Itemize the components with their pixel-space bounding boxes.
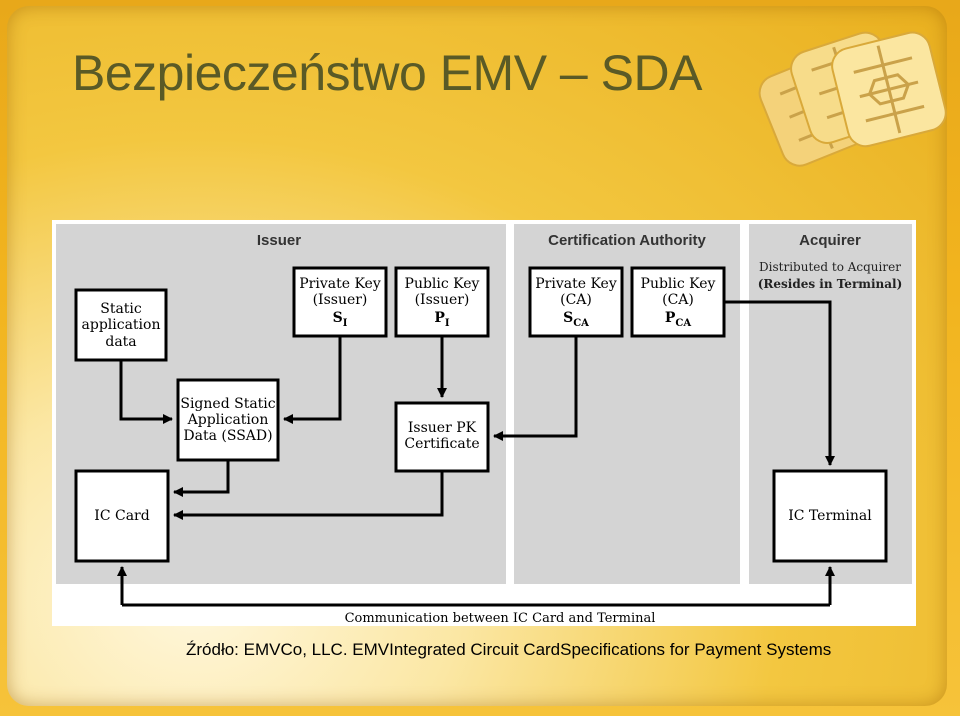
ssad-line2: Application xyxy=(187,412,269,428)
private-key-ca-box: Private Key (CA) SCA xyxy=(528,266,624,338)
issuer-pk-cert-line1: Issuer PK xyxy=(408,420,477,436)
ic-card-label: IC Card xyxy=(94,508,149,524)
ic-terminal-box: IC Terminal xyxy=(772,469,888,563)
issuer-pk-certificate-box: Issuer PK Certificate xyxy=(394,401,490,473)
private-key-issuer-symbol: SI xyxy=(333,310,348,329)
ic-card-box: IC Card xyxy=(74,469,170,563)
communication-label: Communication between IC Card and Termin… xyxy=(345,611,656,626)
slide-title: Bezpieczeństwo EMV – SDA xyxy=(72,45,702,101)
public-key-ca-box: Public Key (CA) PCA xyxy=(630,266,726,338)
static-data-line1: Static xyxy=(100,301,142,317)
issuer-header: Issuer xyxy=(257,232,301,249)
ssad-line1: Signed Static xyxy=(180,396,275,412)
arrow-static-to-ssad xyxy=(119,360,173,424)
ic-terminal-label: IC Terminal xyxy=(788,508,872,524)
private-key-ca-line1: Private Key xyxy=(535,276,617,292)
arrow-ssad-to-ic-card xyxy=(173,460,230,497)
arrow-public-key-ca-to-terminal xyxy=(724,300,835,466)
acquirer-note-line2: (Resides in Terminal) xyxy=(758,277,903,291)
private-key-ca-line2: (CA) xyxy=(560,292,592,308)
public-key-issuer-line2: (Issuer) xyxy=(415,292,470,308)
static-data-line3: data xyxy=(105,334,136,350)
public-key-issuer-symbol: PI xyxy=(434,310,450,329)
chip-cards-illustration xyxy=(758,31,947,167)
static-application-data-box: Static application data xyxy=(74,288,168,362)
private-key-issuer-line1: Private Key xyxy=(299,276,381,292)
source-citation: Źródło: EMVCo, LLC. EMVIntegrated Circui… xyxy=(186,640,832,659)
private-key-ca-symbol: SCA xyxy=(563,310,589,329)
sda-diagram-canvas: Issuer Certification Authority Acquirer … xyxy=(56,224,912,626)
issuer-pk-cert-line2: Certificate xyxy=(404,436,479,452)
public-key-ca-line1: Public Key xyxy=(641,276,716,292)
chip-card-front xyxy=(831,31,947,148)
static-data-line2: application xyxy=(82,317,161,333)
public-key-issuer-line1: Public Key xyxy=(405,276,480,292)
arrow-private-key-ca-to-cert xyxy=(493,336,578,441)
public-key-ca-line2: (CA) xyxy=(662,292,694,308)
arrow-cert-to-ic-card xyxy=(173,471,444,520)
ssad-box: Signed Static Application Data (SSAD) xyxy=(176,378,280,462)
sda-diagram: Issuer Certification Authority Acquirer … xyxy=(52,220,916,626)
ssad-line3: Data (SSAD) xyxy=(183,428,272,444)
acquirer-note-line1: Distributed to Acquirer xyxy=(759,260,901,274)
private-key-issuer-line2: (Issuer) xyxy=(313,292,368,308)
public-key-ca-symbol: PCA xyxy=(665,310,691,329)
private-key-issuer-box: Private Key (Issuer) SI xyxy=(292,266,388,338)
arrow-private-key-issuer-to-ssad xyxy=(283,336,342,424)
acquirer-header: Acquirer xyxy=(799,232,861,249)
ca-header: Certification Authority xyxy=(548,232,706,249)
public-key-issuer-box: Public Key (Issuer) PI xyxy=(394,266,490,338)
